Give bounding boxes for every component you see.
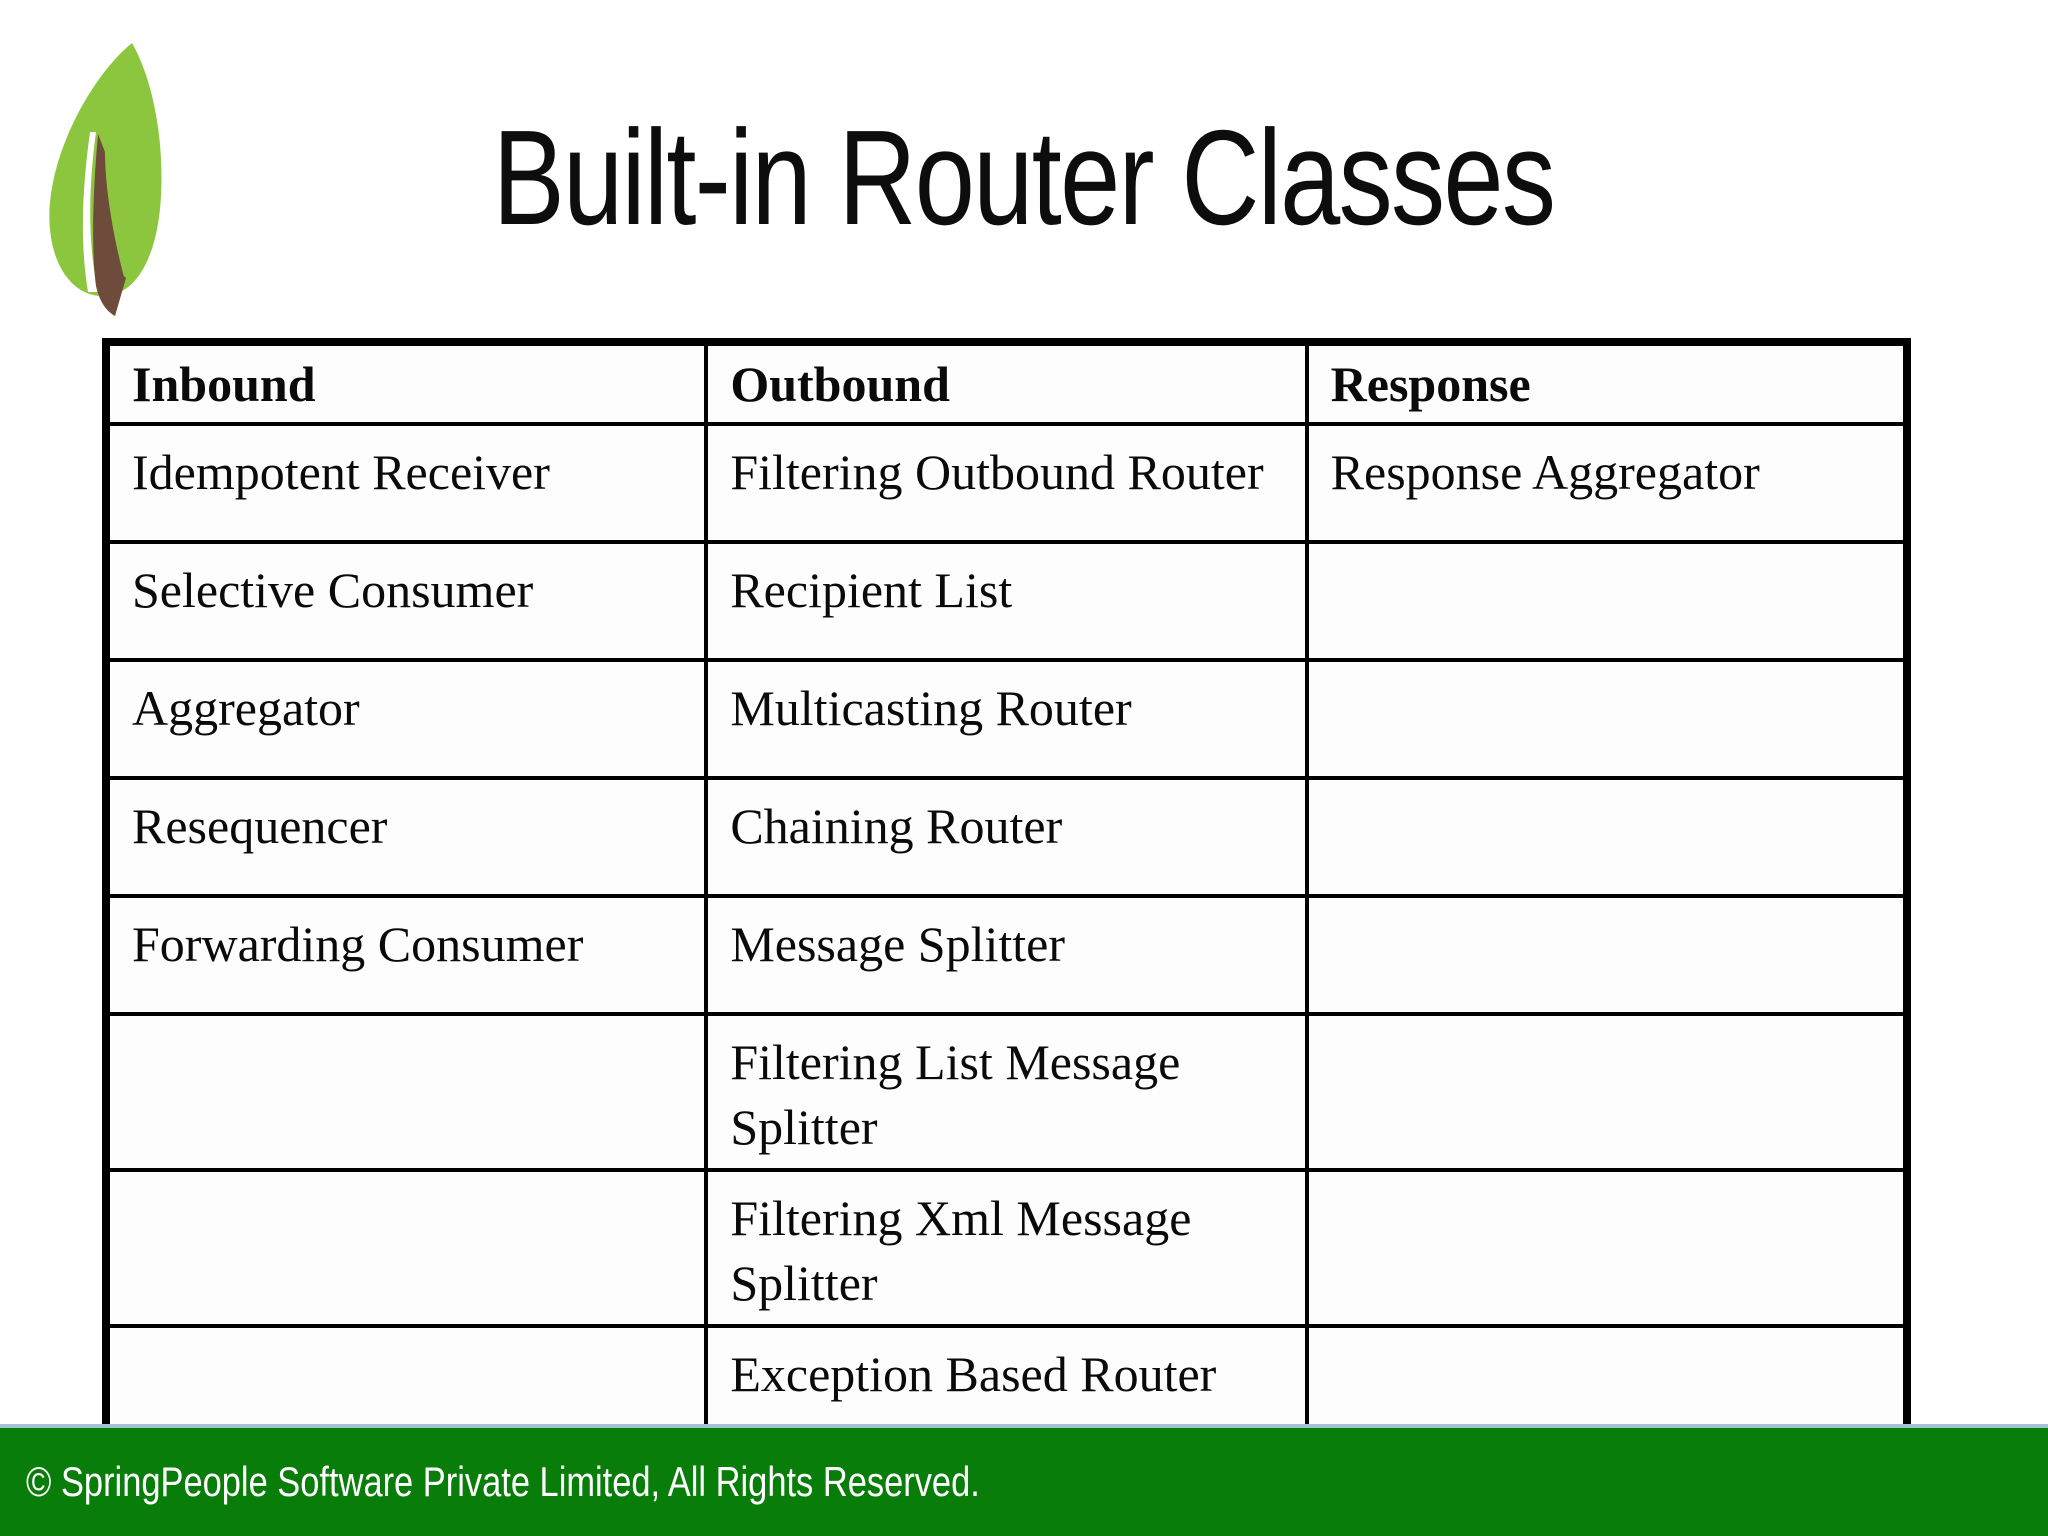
- header-row: Inbound Outbound Response: [103, 340, 1910, 426]
- column-header-response: Response: [1304, 340, 1910, 426]
- table-row: Aggregator Multicasting Router: [103, 658, 1910, 780]
- table-cell: Response Aggregator: [1304, 422, 1910, 544]
- table-row: Filtering List Message Splitter: [103, 1012, 1910, 1172]
- table-row: Resequencer Chaining Router: [103, 776, 1910, 898]
- table-cell: Filtering Xml Message Splitter: [704, 1168, 1309, 1328]
- table-row: Filtering Xml Message Splitter: [103, 1168, 1910, 1328]
- table-row: Selective Consumer Recipient List: [103, 540, 1910, 662]
- table-cell: [1304, 658, 1910, 780]
- table-cell: Resequencer: [103, 776, 709, 898]
- page-title-text: Built-in Router Classes: [493, 102, 1556, 253]
- leaf-icon: [49, 43, 162, 316]
- table-cell: [103, 1168, 709, 1328]
- table-cell: [1304, 1168, 1910, 1328]
- router-classes-table: Inbound Outbound Response Idempotent Rec…: [102, 338, 1911, 1440]
- table-cell: [1304, 894, 1910, 1016]
- table-cell: [103, 1324, 709, 1438]
- table-cell: Multicasting Router: [704, 658, 1309, 780]
- table-cell: Selective Consumer: [103, 540, 709, 662]
- table-cell: [1304, 1324, 1910, 1438]
- table-cell: Chaining Router: [704, 776, 1309, 898]
- table-cell: Filtering List Message Splitter: [704, 1012, 1309, 1172]
- table-cell: [103, 1012, 709, 1172]
- footer-bar: © SpringPeople Software Private Limited,…: [0, 1424, 2048, 1536]
- copyright-text: © SpringPeople Software Private Limited,…: [26, 1458, 980, 1505]
- table-cell: Aggregator: [103, 658, 709, 780]
- table-cell: [1304, 540, 1910, 662]
- table-cell: [1304, 776, 1910, 898]
- column-header-inbound: Inbound: [103, 340, 709, 426]
- table-row: Idempotent Receiver Filtering Outbound R…: [103, 422, 1910, 544]
- table-cell: Recipient List: [704, 540, 1309, 662]
- table-cell: Exception Based Router: [704, 1324, 1309, 1438]
- table-cell: Message Splitter: [704, 894, 1309, 1016]
- table-cell: [1304, 1012, 1910, 1172]
- springpeople-logo: [44, 40, 168, 330]
- table-cell: Filtering Outbound Router: [704, 422, 1309, 544]
- column-header-outbound: Outbound: [704, 340, 1309, 426]
- table-row: Forwarding Consumer Message Splitter: [103, 894, 1910, 1016]
- page-title: Built-in Router Classes: [0, 100, 2048, 255]
- table-row: Exception Based Router: [103, 1324, 1910, 1438]
- table-cell: Forwarding Consumer: [103, 894, 709, 1016]
- table-cell: Idempotent Receiver: [103, 422, 709, 544]
